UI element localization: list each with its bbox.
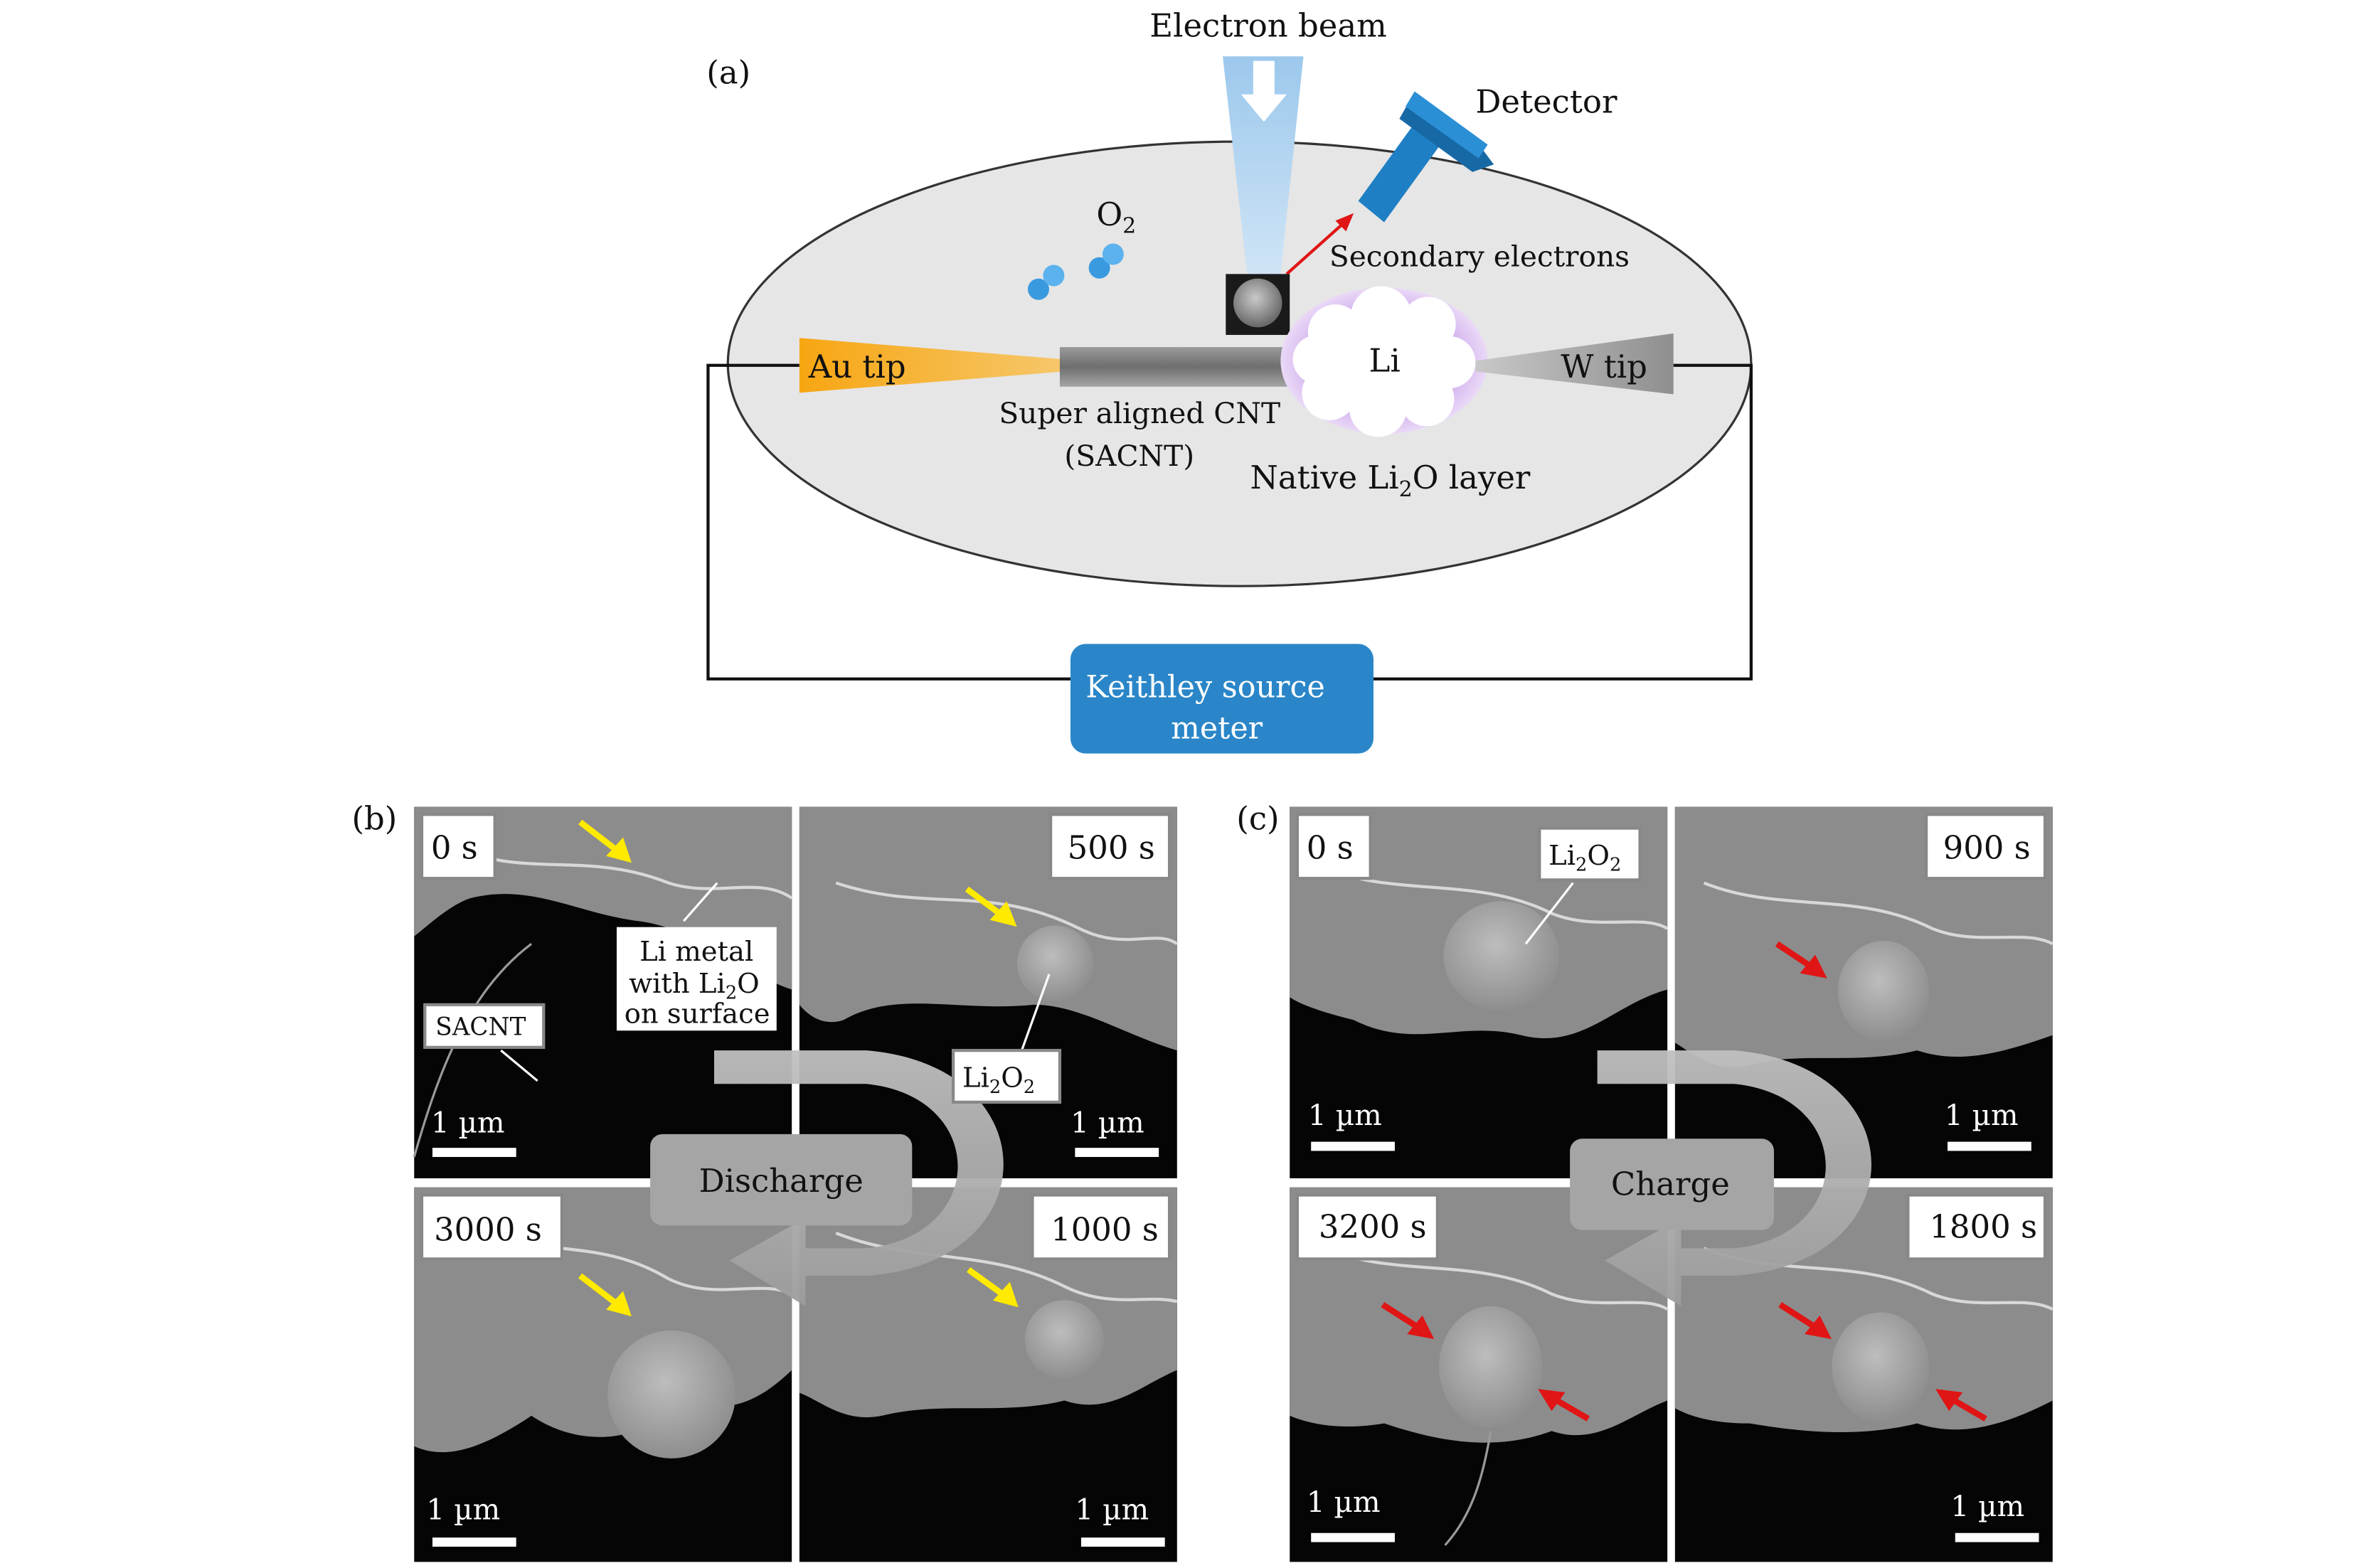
sacnt-box <box>423 1003 546 1049</box>
w-tip-label: W tip <box>1561 348 1647 385</box>
discharge-label-box <box>650 1134 913 1226</box>
panel-a-label: (a) <box>706 54 750 92</box>
electron-beam <box>1223 56 1304 274</box>
electron-beam-label: Electron beam <box>1149 6 1387 44</box>
source-meter-line1: Keithley source <box>1085 669 1324 705</box>
li2o2-box-c <box>1538 826 1642 882</box>
li2o2-pointer-c <box>1524 882 1574 945</box>
native-li2o-label: Native Li2O layer <box>1250 459 1531 502</box>
cnt-label-line1: Super aligned CNT <box>999 396 1280 430</box>
time-label: 1800 s <box>1929 1207 2037 1245</box>
au-tip-label: Au tip <box>808 348 906 385</box>
time-label: 3000 s <box>434 1211 542 1249</box>
secondary-electron-arrowhead <box>1335 213 1354 232</box>
discharge-arrow <box>714 1050 1004 1306</box>
panel-b-label: (b) <box>352 800 398 838</box>
secondary-electrons-label: Secondary electrons <box>1329 240 1630 274</box>
li-metal-line1: Li metal <box>639 936 753 968</box>
time-label: 1000 s <box>1051 1211 1159 1249</box>
svg-text:1 µm: 1 µm <box>1071 1106 1144 1140</box>
panel-b: (b) Discharge <box>352 800 1179 1562</box>
red-arrow-icon <box>1381 941 1987 1422</box>
time-label: 0 s <box>431 828 478 866</box>
keithley-source-meter <box>1070 644 1374 754</box>
li-metal-pointer <box>682 882 718 922</box>
panel-c: (c) Charge <box>1236 800 2054 1562</box>
svg-text:1 µm: 1 µm <box>1307 1485 1381 1519</box>
oxygen-molecule-icon <box>1028 243 1124 300</box>
panel-a: (a) Electron beam Detector Secondary ele… <box>706 6 1753 754</box>
scale-bar: 1 µm 1 µm 1 µm 1 µm <box>1307 1098 2039 1542</box>
li-metal-line2: with Li2O <box>629 968 760 1004</box>
scale-bar: 1 µm 1 µm 1 µm 1 µm <box>426 1106 1165 1547</box>
time-label: 0 s <box>1307 828 1354 866</box>
super-aligned-cnt <box>1059 347 1296 387</box>
yellow-arrow-icon <box>578 819 1019 1317</box>
charge-label-box <box>1570 1138 1774 1230</box>
detector-icon <box>1358 91 1494 223</box>
time-label: 900 s <box>1943 828 2031 866</box>
svg-text:1 µm: 1 µm <box>1950 1489 2024 1523</box>
li2o2-pointer <box>1020 974 1051 1051</box>
discharge-label: Discharge <box>699 1162 864 1200</box>
circuit-wire <box>1373 363 1753 681</box>
svg-text:1 µm: 1 µm <box>1075 1492 1149 1526</box>
li-metal-line3: on surface <box>625 998 770 1030</box>
li-label: Li <box>1369 341 1401 379</box>
cnt-label-line2: (SACNT) <box>1064 439 1194 473</box>
au-tip <box>799 338 1065 393</box>
svg-text:1 µm: 1 µm <box>426 1492 500 1526</box>
li2o2-label-b: Li2O2 <box>962 1062 1035 1099</box>
svg-text:1 µm: 1 µm <box>1308 1098 1382 1132</box>
li2o2-box-b <box>951 1048 1062 1104</box>
svg-text:1 µm: 1 µm <box>1945 1098 2019 1132</box>
oxygen-label: O2 <box>1096 196 1136 239</box>
svg-text:1 µm: 1 µm <box>431 1106 505 1140</box>
detector-label: Detector <box>1475 82 1617 120</box>
sem-inset-particle <box>1233 278 1282 328</box>
time-label: 500 s <box>1068 828 1155 866</box>
charge-label: Charge <box>1611 1166 1730 1203</box>
sacnt-pointer <box>500 1049 538 1082</box>
li-metal-box <box>616 927 777 1031</box>
li-metal <box>1280 286 1488 437</box>
sacnt-label: SACNT <box>435 1013 526 1042</box>
secondary-electron-arrow <box>1285 220 1346 275</box>
charge-arrow <box>1597 1050 1871 1306</box>
time-label: 3200 s <box>1319 1207 1427 1245</box>
w-tip <box>1475 333 1674 395</box>
panel-c-label: (c) <box>1236 800 1279 838</box>
circuit-wire <box>706 363 1071 681</box>
source-meter-line2: meter <box>1171 710 1263 746</box>
beam-direction-arrow <box>1241 60 1287 122</box>
li2o2-label-c: Li2O2 <box>1548 840 1621 876</box>
